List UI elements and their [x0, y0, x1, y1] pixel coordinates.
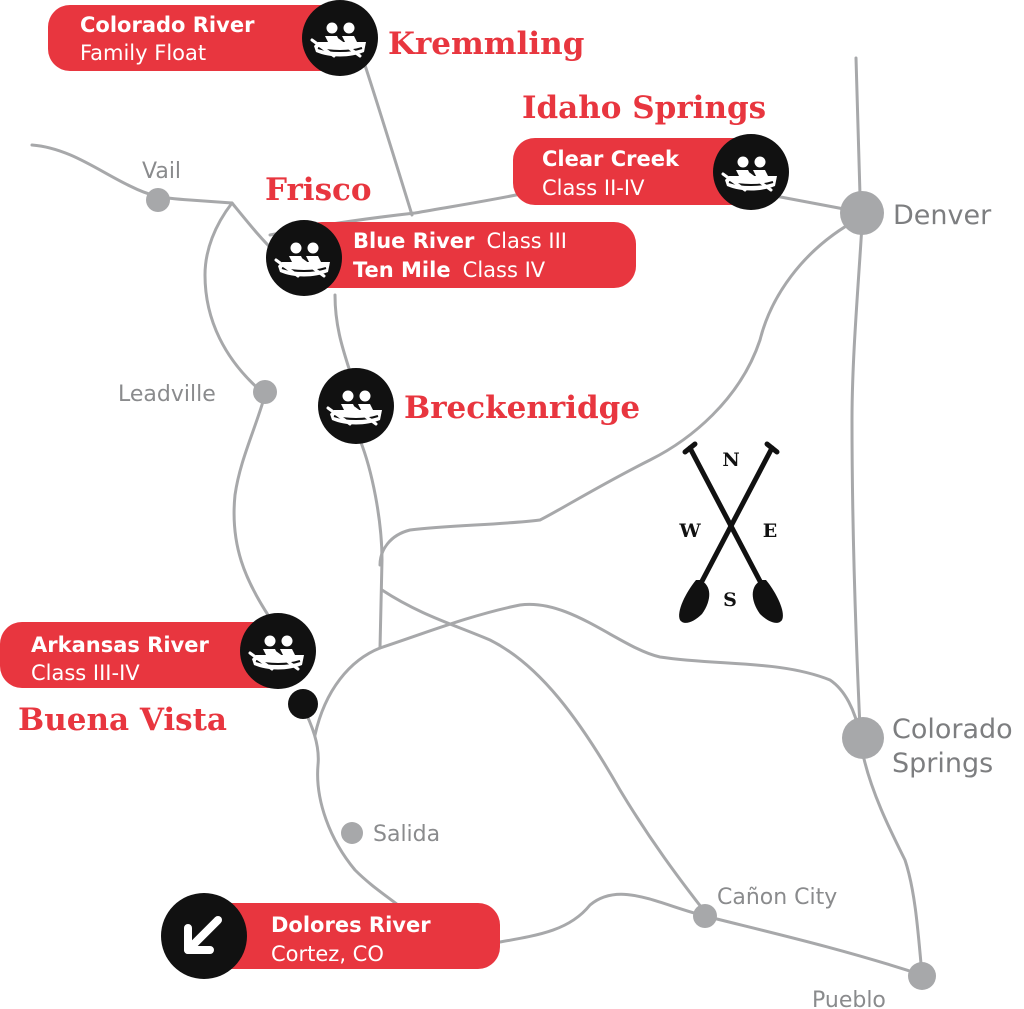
town-label-vail: Vail: [142, 159, 181, 184]
road-denver-southwest: [378, 216, 862, 567]
road-dolores-canon-pueblo: [498, 892, 924, 977]
trip-clear-creek[interactable]: Clear Creek Class II-IV: [513, 134, 789, 210]
city-colorado-springs: Colorado Springs: [842, 714, 1013, 779]
trip-subtitle: Class III-IV: [31, 661, 140, 685]
road-breck-south: [358, 438, 384, 650]
trip-title: Colorado River: [80, 13, 255, 37]
town-salida: Salida: [341, 822, 440, 847]
trip-pill: [0, 622, 300, 688]
road-kremmling: [358, 48, 414, 217]
crossed-paddles-compass-icon: N E S W: [678, 441, 783, 623]
town-canon-city: Cañon City: [693, 885, 837, 928]
trip-blue-river-ten-mile[interactable]: Blue River Class III Ten Mile Class IV: [266, 220, 636, 296]
town-dot: [146, 188, 170, 212]
compass-n: N: [722, 449, 739, 471]
trip-dolores-river[interactable]: Dolores River Cortez, CO: [161, 893, 500, 979]
compass-e: E: [763, 520, 777, 542]
road-denver-cs: [850, 223, 864, 730]
trip-pill: [48, 5, 366, 71]
town-dot: [693, 904, 717, 928]
destination-buena-vista: Buena Vista: [18, 702, 227, 738]
trip-subtitle: Cortez, CO: [271, 942, 384, 966]
city-denver: Denver: [840, 191, 992, 235]
raft-badge: [318, 368, 394, 444]
trip-title: Dolores River: [271, 913, 431, 937]
road-network: [30, 48, 924, 977]
trip-pill: [513, 138, 778, 205]
raft-badge: [266, 220, 342, 296]
city-label-denver: Denver: [893, 200, 992, 231]
trip-colorado-river[interactable]: Colorado River Family Float: [48, 0, 378, 76]
town-label-canon-city: Cañon City: [717, 885, 837, 910]
town-dot: [253, 380, 277, 404]
city-dot: [840, 191, 884, 235]
trip-subtitle: Class II-IV: [542, 176, 645, 200]
raft-badge: [713, 134, 789, 210]
road-vail-leadville: [203, 201, 264, 394]
arrow-down-left-icon: [184, 916, 222, 954]
trip-pill: [210, 903, 500, 969]
raft-badge: [302, 0, 378, 76]
compass-w: W: [678, 520, 701, 542]
trip-pill: [300, 222, 636, 288]
trip-line-ten-mile: Ten Mile Class IV: [353, 258, 546, 282]
town-label-pueblo: Pueblo: [812, 988, 886, 1009]
trip-title: Clear Creek: [542, 147, 680, 171]
city-label-springs: Springs: [892, 748, 993, 779]
destination-breckenridge: Breckenridge: [404, 390, 640, 426]
buena-vista-dot: [288, 689, 318, 719]
city-dot: [842, 717, 884, 759]
town-pueblo: Pueblo: [812, 962, 936, 1009]
trip-subtitle: Class III: [486, 229, 567, 253]
destination-idaho-springs: Idaho Springs: [522, 90, 766, 126]
city-label-colorado: Colorado: [892, 714, 1013, 745]
town-leadville: Leadville: [118, 380, 277, 407]
town-dot: [341, 822, 363, 844]
trip-title: Blue River: [353, 229, 475, 253]
road-frisco-breck: [333, 293, 354, 380]
town-label-leadville: Leadville: [118, 382, 216, 407]
trip-title: Arkansas River: [31, 633, 209, 657]
road-bv-north-east: [313, 602, 862, 737]
road-leadville-bv: [232, 393, 272, 620]
trip-arkansas-river[interactable]: Arkansas River Class III-IV: [0, 613, 316, 689]
trip-line-blue-river: Blue River Class III: [353, 229, 567, 253]
trip-subtitle: Class IV: [463, 258, 546, 282]
town-label-salida: Salida: [373, 822, 440, 847]
town-vail: Vail: [142, 159, 181, 212]
trip-title: Ten Mile: [353, 258, 451, 282]
compass-s: S: [723, 589, 737, 611]
trip-subtitle: Family Float: [80, 41, 206, 65]
road-denver-north: [854, 56, 862, 197]
road-cs-pueblo: [860, 748, 924, 977]
breckenridge-marker[interactable]: [318, 368, 394, 444]
destination-kremmling: Kremmling: [388, 26, 584, 62]
raft-badge: [240, 613, 316, 689]
destination-frisco: Frisco: [265, 172, 372, 208]
town-dot: [908, 962, 936, 990]
road-diagonal-canon: [380, 588, 707, 914]
